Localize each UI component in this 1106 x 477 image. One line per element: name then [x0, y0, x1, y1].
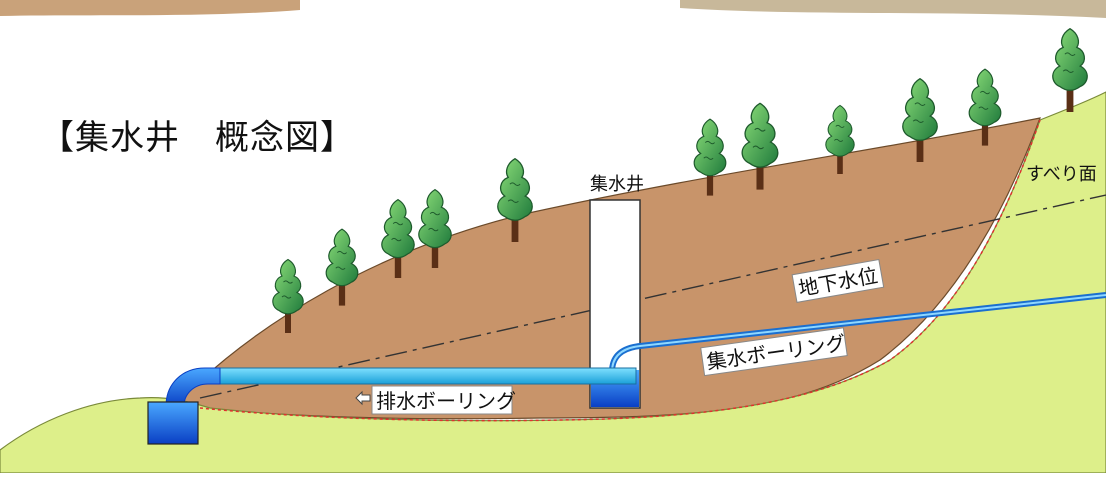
drainage-boring-pipe: [217, 367, 637, 385]
top-strip-right: [680, 0, 1106, 18]
slip-surface-line: [199, 119, 1041, 422]
outlet-box: [147, 401, 199, 445]
slip-surface-label: すべり面: [1026, 164, 1097, 185]
collection-label-box: [700, 327, 848, 377]
well-label: 集水井: [590, 174, 644, 195]
page-title: 【集水井 概念図】: [40, 118, 355, 158]
flow-arrow-icon: [355, 390, 371, 406]
drainage-label-box: [371, 385, 513, 415]
groundwater-label-box: [791, 258, 885, 303]
groundwater-line: [199, 194, 1106, 399]
tree-icon: [1052, 28, 1088, 113]
collection-boring-highlight: [611, 294, 1106, 373]
drainage-boring-label: 排水ボーリング: [376, 389, 516, 413]
top-strip-left: [0, 0, 300, 16]
